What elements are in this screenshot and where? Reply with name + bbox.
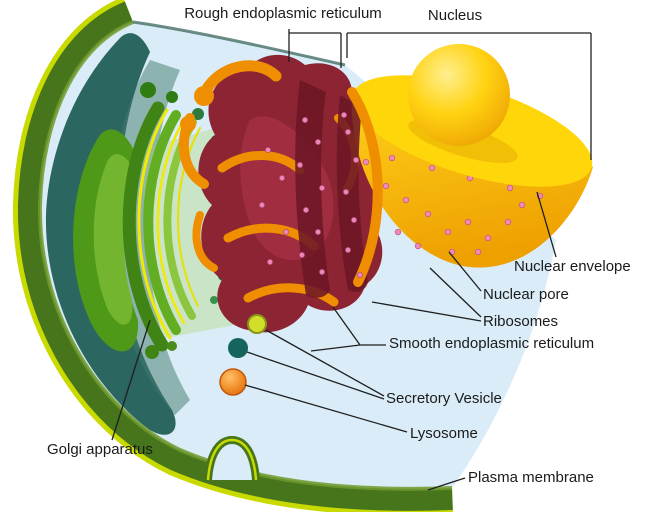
leader-nucleus-bracket [346,32,592,160]
label-smooth-er: Smooth endoplasmic reticulum [389,335,595,352]
endoplasmic-reticulum-graphic [178,54,385,333]
nucleolus [408,44,510,146]
er-orange-blob-1 [194,86,214,106]
label-secretory-vesicle: Secretory Vesicle [386,390,502,407]
leader-rough-er-bracket [288,29,342,68]
leader-ribosomes-2 [371,301,482,322]
membrane-pit-lime-line [206,438,258,481]
leader-plasma-membrane [427,477,466,491]
label-plasma-membrane: Plasma membrane [468,469,594,486]
lysosome-graphic [219,368,247,396]
small-organelles-graphic [219,314,267,396]
er-orange-blob-2 [180,116,196,132]
label-lysosome: Lysosome [410,425,478,442]
golgi-cisterna-1 [122,101,169,352]
nucleus-graphic [351,44,593,268]
er-ribosome-dots [259,112,363,278]
golgi-cisterna-2 [143,110,181,335]
label-ribosomes: Ribosomes [483,313,559,330]
label-nuclear-envelope: Nuclear envelope [514,258,631,275]
plasma-membrane-inner-line [37,20,453,491]
teal-vesicle-graphic [228,338,248,358]
membrane-pit-graphic [204,435,260,481]
leader-smooth-er-bracket [310,306,386,352]
leader-nuclear-pore [448,251,482,292]
leader-ribosomes-1 [429,267,482,318]
leader-golgi [111,319,151,441]
membrane-pit [204,435,260,481]
cell-cut-top-edge [132,20,346,67]
label-nuclear-pore: Nuclear pore [483,286,569,303]
label-nucleus: Nucleus [427,7,483,24]
leader-secretory-2 [246,351,385,400]
er-orange-right-edge [347,87,383,287]
golgi-yellow-line-2 [156,116,187,325]
leader-nuclear-envelope [536,191,557,258]
golgi-yellow-line-3 [177,127,201,307]
label-rough-er: Rough endoplasmic reticulum [184,5,382,22]
leader-lines [111,29,592,491]
er-curtain-1 [295,80,330,298]
secretory-vesicle-graphic [247,314,267,334]
label-golgi-apparatus: Golgi apparatus [47,441,153,458]
er-curtain-2 [336,95,368,293]
leader-lysosome [244,384,408,433]
leader-secretory-1 [265,329,385,397]
golgi-yellow-line-1 [137,108,172,340]
er-curtains-graphic [259,80,383,298]
